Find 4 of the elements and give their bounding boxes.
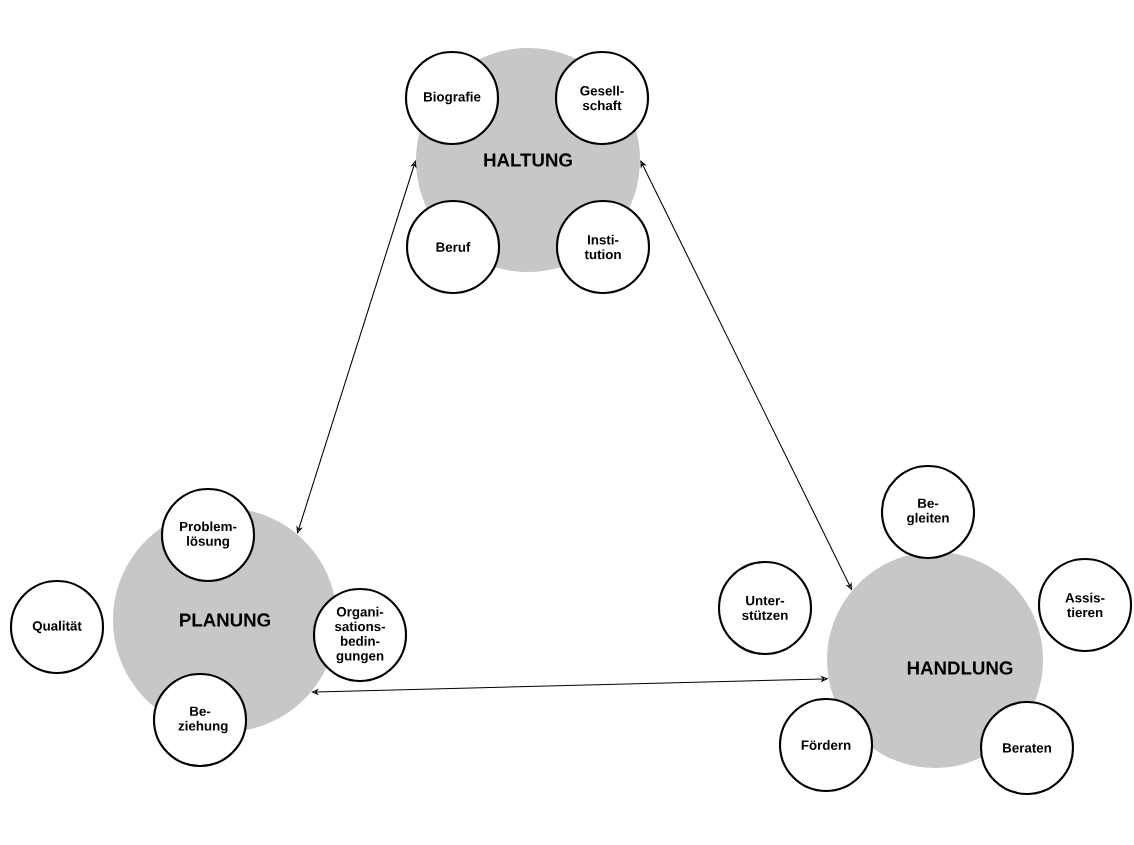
- arrow: [296, 160, 417, 534]
- hub-label: HANDLUNG: [907, 661, 1013, 675]
- hub-label: PLANUNG: [180, 613, 270, 627]
- hub-label: HALTUNG: [484, 153, 572, 167]
